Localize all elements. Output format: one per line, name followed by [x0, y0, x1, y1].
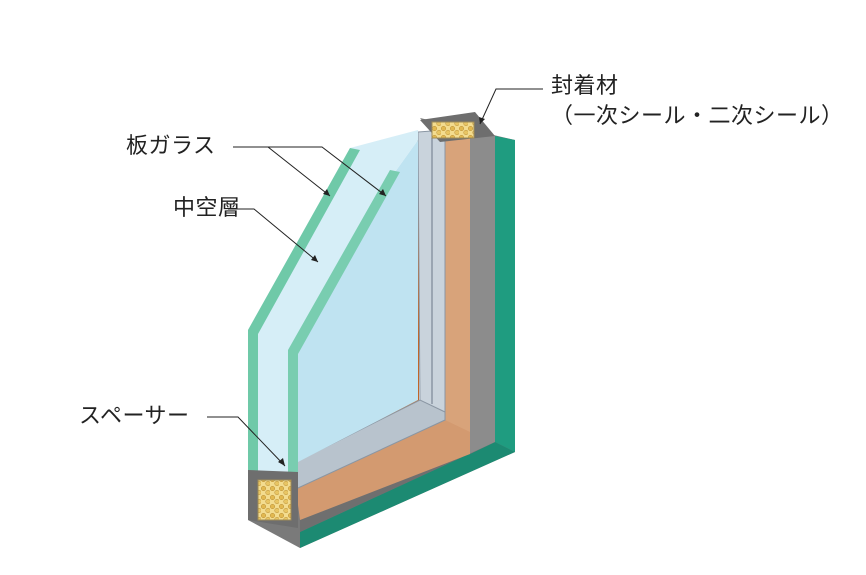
- frame-bottom-face: [300, 442, 495, 532]
- air-layer: [298, 140, 418, 462]
- leader-arrowheads: [278, 117, 485, 466]
- leader-sealant: [479, 88, 543, 125]
- rear-glass-edge: [495, 136, 515, 452]
- leader-spacer: [207, 416, 286, 467]
- spacer-label: スペーサー: [79, 404, 190, 429]
- frame-right-face: [470, 130, 495, 454]
- secondary-seal-vertical: [445, 132, 470, 454]
- leader-air: [228, 208, 319, 263]
- bottom-desiccant: [257, 479, 292, 521]
- leader-glass-2: [268, 146, 387, 197]
- rear-glass-bottom-edge: [300, 442, 515, 548]
- glass-pane-label: 板ガラス: [126, 134, 216, 159]
- air-layer-label: 中空層: [173, 196, 241, 221]
- sealant-detail-label: （一次シール・二次シール）: [551, 104, 844, 129]
- top-desiccant: [431, 121, 475, 139]
- secondary-seal-horizontal: [298, 420, 470, 520]
- leader-lines: [207, 88, 543, 467]
- sealant-label: 封着材: [551, 74, 619, 99]
- leader-glass-1: [233, 146, 331, 197]
